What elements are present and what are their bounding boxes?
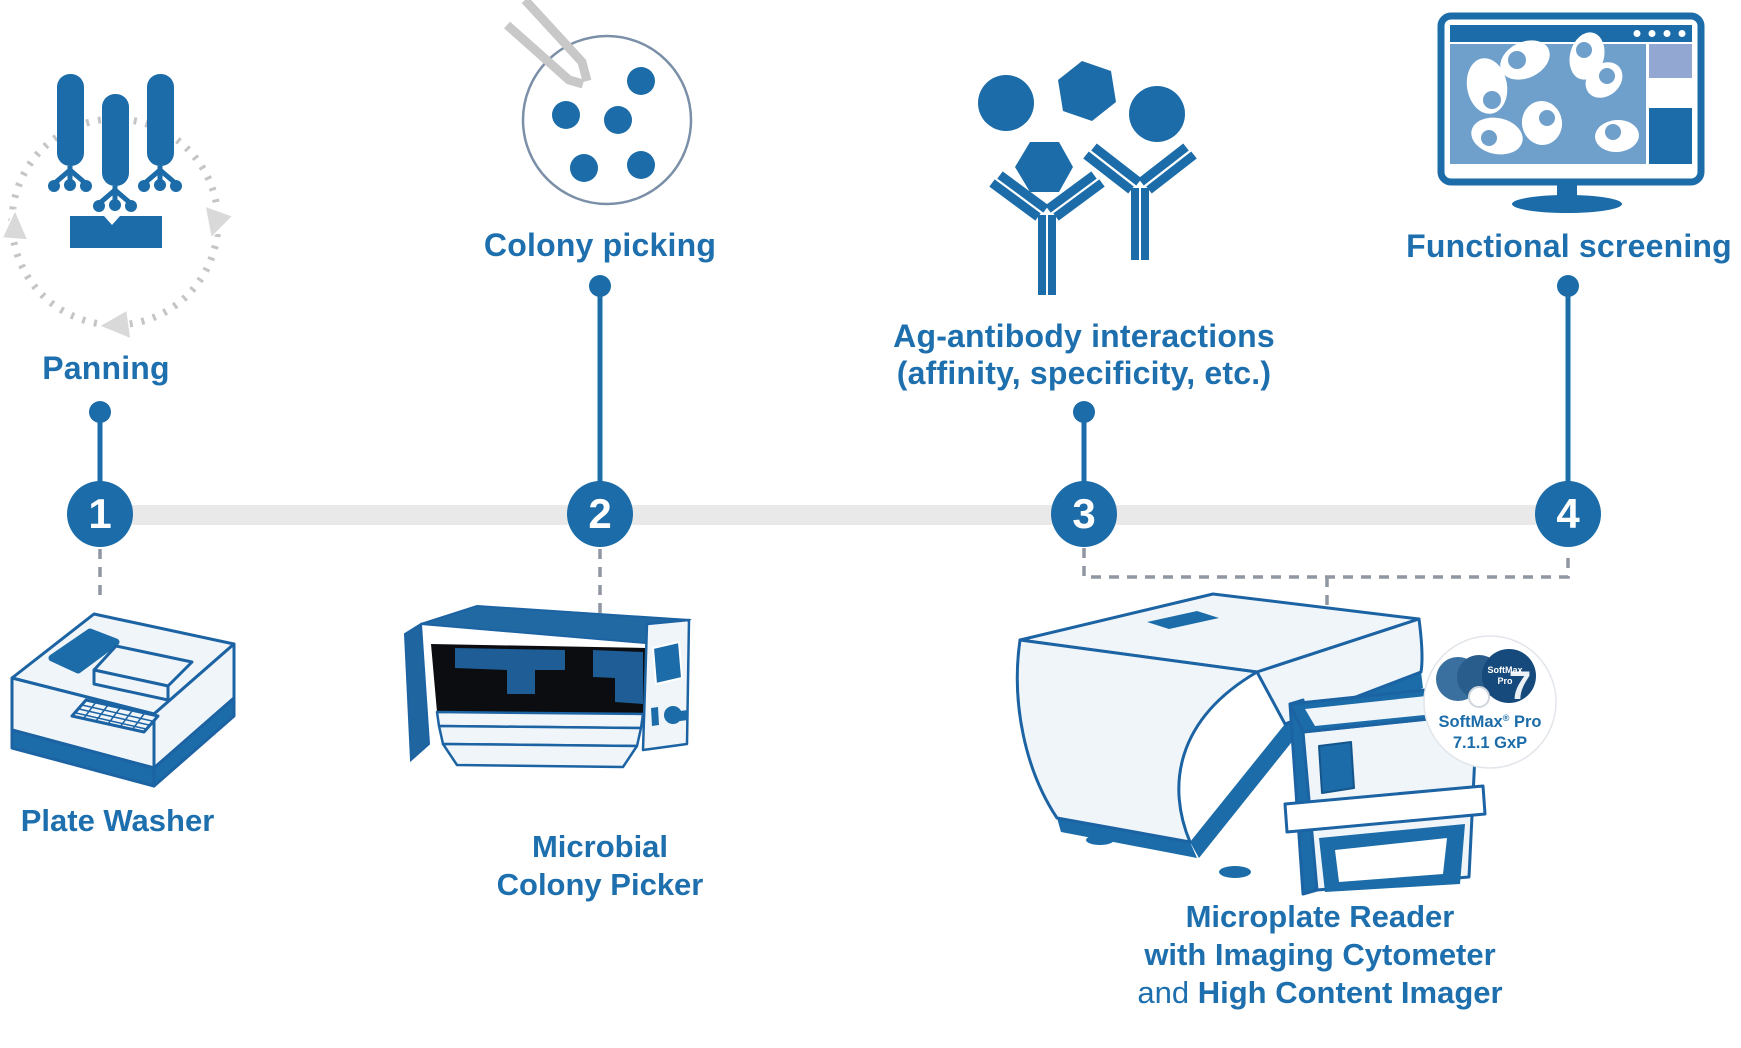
equipment-2-label: Microbial Colony Picker [450, 828, 750, 904]
microplate-grid [75, 701, 153, 731]
antigen-shapes [978, 61, 1185, 192]
timeline-step-2: 2 [567, 481, 633, 547]
equipment-dashed-connectors [98, 548, 1570, 681]
step-3-label: Ag-antibody interactions (affinity, spec… [834, 318, 1334, 392]
step-1-label: Panning [42, 350, 170, 386]
cell-blobs [1466, 32, 1639, 155]
titlebar-dots [1633, 30, 1686, 37]
monitor-cell-imaging-icon [1437, 12, 1705, 213]
timeline-step-3: 3 [1051, 481, 1117, 547]
panning-cycle-icon [0, 74, 235, 341]
equipment-2-label-line1: Microbial [531, 829, 669, 864]
step-3-label-line2: (affinity, specificity, etc.) [896, 355, 1272, 391]
equipment-3-label-line3-main: High Content Imager [1197, 975, 1503, 1010]
colony-dots [552, 67, 655, 182]
softmax-logo-numeral: 7 [1509, 664, 1531, 708]
monitor-titlebar [1450, 25, 1692, 42]
imaging-cytometer-body [1283, 684, 1487, 896]
softmax-logo-discs: 7 SoftMax Pro [1436, 649, 1536, 708]
equipment-2-label-line2: Colony Picker [496, 867, 704, 902]
equipment-3-label-line2: with Imaging Cytometer [1144, 937, 1496, 972]
timeline-step-4: 4 [1535, 481, 1601, 547]
antibody-y-shapes [989, 143, 1197, 295]
softmax-pro-badge: 7 SoftMax Pro SoftMax® Pro 7.1.1 GxP [1423, 635, 1557, 769]
timeline-step-1: 1 [67, 481, 133, 547]
picker-buttons [651, 706, 688, 726]
softmax-badge-version: 7.1.1 GxP [1453, 734, 1527, 752]
picker-tweezers-icon [504, 0, 592, 89]
cycle-arrow-icons [0, 204, 235, 341]
timeline-bar [100, 505, 1568, 525]
softmax-logo-line2: Pro [1497, 676, 1513, 686]
equipment-3-label-line3: and High Content Imager [1070, 974, 1570, 1012]
step-2-label: Colony picking [483, 227, 717, 263]
step-3-label-line1: Ag-antibody interactions [893, 318, 1275, 354]
picker-control-screen [651, 640, 684, 686]
microbial-colony-picker-illustration [403, 604, 692, 769]
equipment-1-label: Plate Washer [20, 803, 215, 838]
equipment-3-label-line1: Microplate Reader [1185, 899, 1455, 934]
equipment-3-label-line3-prefix: and [1137, 975, 1198, 1010]
phage-particles [48, 74, 182, 248]
antigen-antibody-icon [978, 61, 1197, 295]
step-4-label: Functional screening [1406, 228, 1732, 264]
microplate-reader-imager-illustration [1015, 592, 1487, 896]
petri-dish-colony-icon [504, 0, 693, 206]
softmax-badge-name: SoftMax® Pro [1439, 713, 1542, 731]
step-stems [89, 275, 1579, 484]
panning-plate [70, 216, 162, 248]
picker-window-shapes [455, 648, 643, 704]
monitor-base [1512, 195, 1622, 213]
softmax-logo-line1: SoftMax [1487, 665, 1522, 675]
monitor-sidebar [1649, 44, 1692, 164]
microplate-reader-body [1015, 592, 1424, 878]
equipment-3-label: Microplate Reader with Imaging Cytometer… [1070, 898, 1570, 1012]
plate-washer-illustration [10, 612, 236, 788]
